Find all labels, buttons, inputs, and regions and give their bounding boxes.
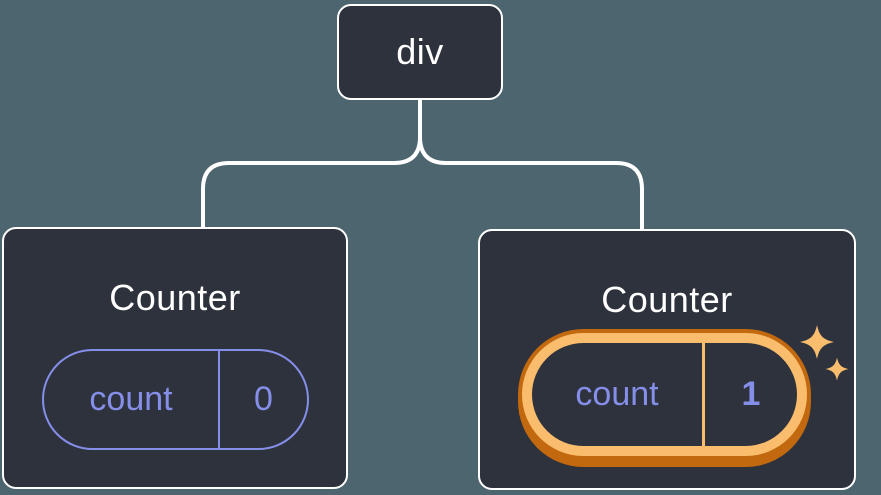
state-pill: count 0 xyxy=(42,349,309,450)
root-node: div xyxy=(337,4,503,100)
counter-card-title: Counter xyxy=(109,277,241,318)
state-pill-highlighted: count 1 xyxy=(532,343,797,446)
sparkle-icon xyxy=(800,325,849,381)
state-name: count xyxy=(575,375,659,413)
root-node-label: div xyxy=(396,31,444,72)
state-name-cell: count xyxy=(532,343,705,446)
counter-card-right: Counter count 1 xyxy=(478,229,856,490)
state-value: 1 xyxy=(741,375,761,413)
state-value-cell: 1 xyxy=(705,343,797,446)
state-value-cell: 0 xyxy=(220,351,307,448)
state-name-cell: count xyxy=(44,351,220,448)
counter-card-title: Counter xyxy=(601,279,733,320)
state-name: count xyxy=(89,380,173,418)
state-value: 0 xyxy=(254,380,273,418)
state-pill-highlight-ring: count 1 xyxy=(522,333,807,456)
connector-right xyxy=(418,100,644,231)
counter-card-left: Counter count 0 xyxy=(2,227,348,489)
connector-left xyxy=(201,100,422,229)
